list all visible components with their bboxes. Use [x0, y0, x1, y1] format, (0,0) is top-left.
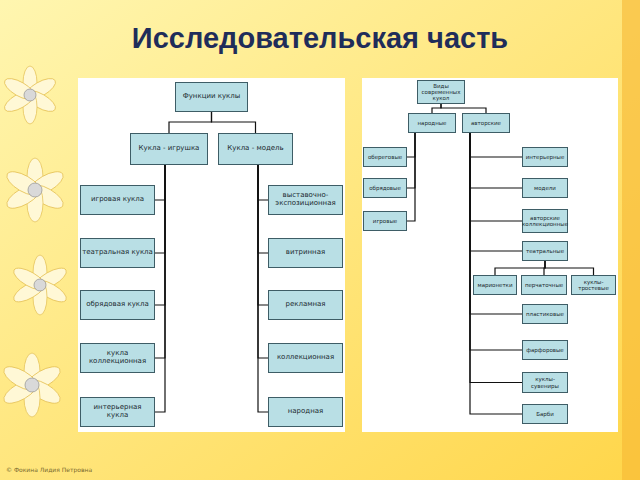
box-text: обрядовые [369, 185, 401, 191]
category-box: авторские [462, 113, 510, 133]
category-box: Функции куклы [175, 82, 248, 112]
watermark: © Фокина Лидия Петровна [6, 466, 92, 473]
box-text: авторские [471, 120, 501, 126]
category-box: народные [408, 113, 456, 133]
box-text: куклы-сувениры [524, 376, 566, 388]
connector-line [155, 165, 165, 358]
category-box: модели [522, 178, 568, 198]
connector-line [470, 133, 522, 414]
category-box: народная [268, 397, 343, 427]
category-box: Кукла - модель [218, 133, 293, 165]
box-text: игровые [373, 218, 397, 224]
box-text: Кукла - игрушка [139, 145, 200, 153]
connector-line [470, 133, 522, 251]
box-text: обереговые [368, 154, 402, 160]
connector-line [441, 104, 486, 113]
category-box: выставочно-экспозиционная [268, 185, 343, 215]
connector-line [545, 261, 594, 275]
connector-line [432, 104, 441, 113]
category-box: витринная [268, 238, 343, 268]
box-text: Функции куклы [183, 93, 241, 101]
connector-line [407, 133, 415, 188]
connector-line [470, 133, 522, 188]
box-text: витринная [286, 249, 325, 257]
category-box: куклы-тростевые [571, 275, 616, 295]
connector-line [470, 133, 522, 350]
box-text: пластиковые [526, 311, 564, 317]
box-text: фарфоровые [526, 347, 563, 353]
box-text: Барби [536, 411, 554, 417]
category-box: перчаточные [521, 275, 567, 295]
box-text: перчаточные [525, 282, 563, 288]
box-text: коллекционная [277, 354, 334, 362]
connector-line [495, 261, 545, 275]
box-text: модели [534, 185, 556, 191]
category-box: обрядовая кукла [80, 290, 155, 320]
category-box: игровые [363, 211, 407, 231]
box-text: театральная кукла [82, 249, 153, 257]
connector-line [169, 112, 212, 133]
connector-line [470, 133, 522, 221]
connector-line [407, 133, 415, 221]
connector-line [155, 165, 165, 200]
connector-line [258, 165, 268, 412]
box-text: народная [288, 408, 324, 416]
connector-line [155, 165, 165, 253]
category-box: авторские коллекционные [522, 209, 568, 233]
connector-line [258, 165, 268, 200]
connector-line [470, 133, 522, 383]
connector-line [258, 165, 268, 358]
category-box: фарфоровые [522, 340, 568, 360]
category-box: марионетки [473, 275, 517, 295]
box-text: авторские коллекционные [522, 215, 568, 227]
category-box: игровая кукла [80, 185, 155, 215]
slide-title: Исследовательская часть [0, 22, 640, 55]
connector-line [470, 133, 522, 314]
category-box: рекламная [268, 290, 343, 320]
category-box: театральная кукла [80, 238, 155, 268]
category-box: интерьерная кукла [80, 397, 155, 427]
box-text: рекламная [285, 301, 325, 309]
connector-line [258, 165, 268, 253]
category-box: пластиковые [522, 304, 568, 324]
category-box: Виды современных кукол [417, 80, 465, 104]
connector-line [212, 112, 256, 133]
connector-line [407, 133, 415, 157]
category-box: обрядовые [363, 178, 407, 198]
box-text: выставочно-экспозиционная [270, 192, 341, 207]
category-box: Барби [522, 404, 568, 424]
box-text: Кукла - модель [227, 145, 283, 153]
box-text: игровая кукла [91, 196, 144, 204]
category-box: куклы-сувениры [522, 372, 568, 393]
box-text: театральные [526, 248, 564, 254]
category-box: обереговые [363, 147, 407, 167]
category-box: коллекционная [268, 343, 343, 373]
box-text: интерьерная кукла [82, 404, 153, 419]
box-text: интерьерные [526, 154, 565, 160]
box-text: марионетки [477, 282, 512, 288]
box-text: обрядовая кукла [86, 301, 149, 309]
box-text: Виды современных кукол [419, 83, 463, 101]
box-text: куклы-тростевые [573, 279, 614, 291]
connector-line [470, 133, 522, 157]
category-box: интерьерные [522, 147, 568, 167]
box-text: народные [418, 120, 447, 126]
connector-line [155, 165, 165, 412]
category-box: Кукла - игрушка [130, 133, 208, 165]
box-text: кукла коллекционная [82, 350, 153, 365]
connector-line [258, 165, 268, 305]
category-box: кукла коллекционная [80, 343, 155, 373]
connector-line [155, 165, 165, 305]
category-box: театральные [522, 241, 568, 261]
